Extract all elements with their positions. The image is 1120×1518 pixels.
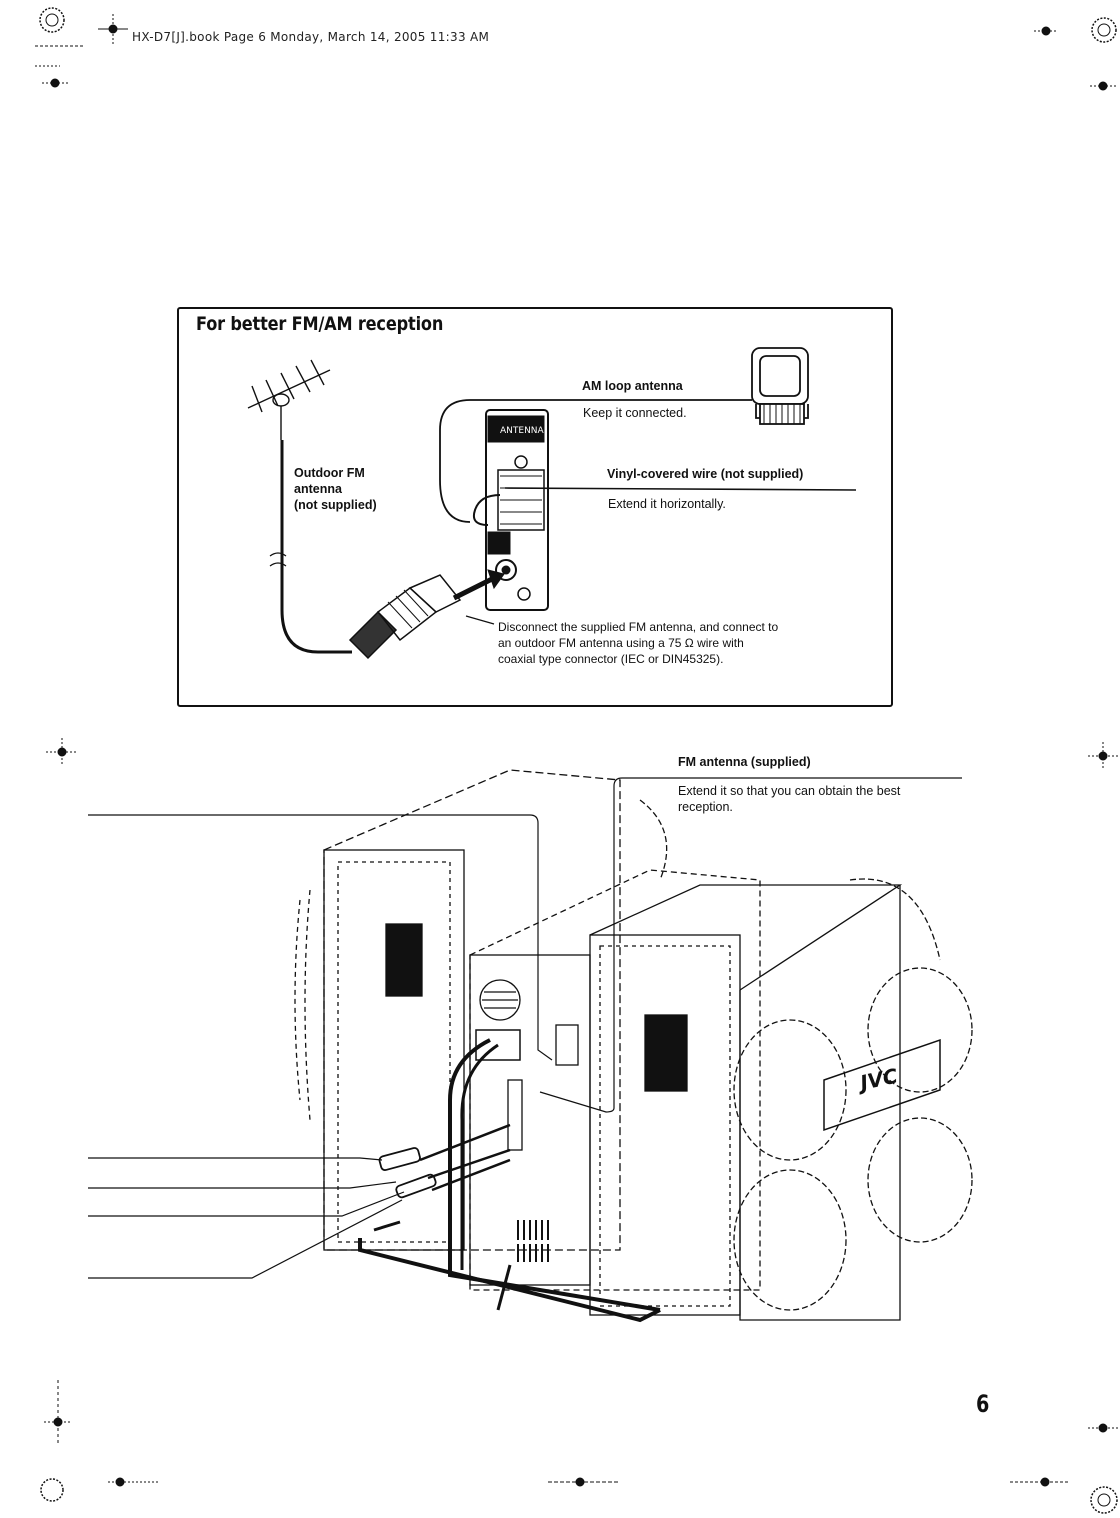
insert-arrow-icon — [452, 575, 496, 601]
vinyl-wire-note: Extend it horizontally. — [608, 497, 726, 511]
page-number: 6 — [976, 1390, 990, 1418]
print-slug: HX-D7[J].book Page 6 Monday, March 14, 2… — [132, 30, 490, 44]
fm-antenna-supplied-note: Extend it so that you can obtain the bes… — [678, 784, 901, 814]
coaxial-plug-icon — [348, 574, 462, 660]
callout-leader-lines — [88, 777, 962, 1279]
rca-plugs-icon — [378, 1123, 511, 1199]
rear-panel-closeup: ANTENNA — [439, 399, 857, 611]
crop-rosette-top-right — [1091, 17, 1117, 43]
disconnect-instruction: Disconnect the supplied FM antenna, and … — [498, 620, 779, 666]
yagi-antenna-icon — [247, 359, 331, 440]
jvc-logo: JVC — [854, 1064, 900, 1096]
crop-rosette-bottom-right — [1090, 1486, 1118, 1514]
vinyl-wire-title: Vinyl-covered wire (not supplied) — [607, 467, 804, 481]
front-speaker-outline — [639, 799, 973, 1311]
crop-rosette-bottom-left — [40, 1478, 64, 1502]
main-unit-illustration: JVC — [294, 769, 973, 1323]
outdoor-antenna-illustration — [247, 359, 505, 660]
reception-box-title: For better FM/AM reception — [196, 313, 444, 335]
speaker-vent-left — [385, 923, 423, 997]
vent-slots — [517, 1220, 549, 1262]
fm-antenna-supplied-title: FM antenna (supplied) — [678, 755, 811, 769]
reception-tips-box — [177, 307, 893, 707]
speaker-vent-right — [644, 1014, 688, 1092]
am-loop-antenna-note: Keep it connected. — [583, 406, 687, 420]
svg-text:ANTENNA: ANTENNA — [500, 426, 545, 436]
cooling-fan-icon — [479, 979, 521, 1021]
outdoor-fm-antenna-label: Outdoor FM antenna (not supplied) — [294, 466, 377, 512]
am-loop-antenna-title: AM loop antenna — [582, 379, 683, 393]
crop-rosette-top-left — [39, 7, 65, 33]
am-loop-antenna-icon — [751, 347, 809, 425]
registration-marks — [35, 7, 1118, 1514]
